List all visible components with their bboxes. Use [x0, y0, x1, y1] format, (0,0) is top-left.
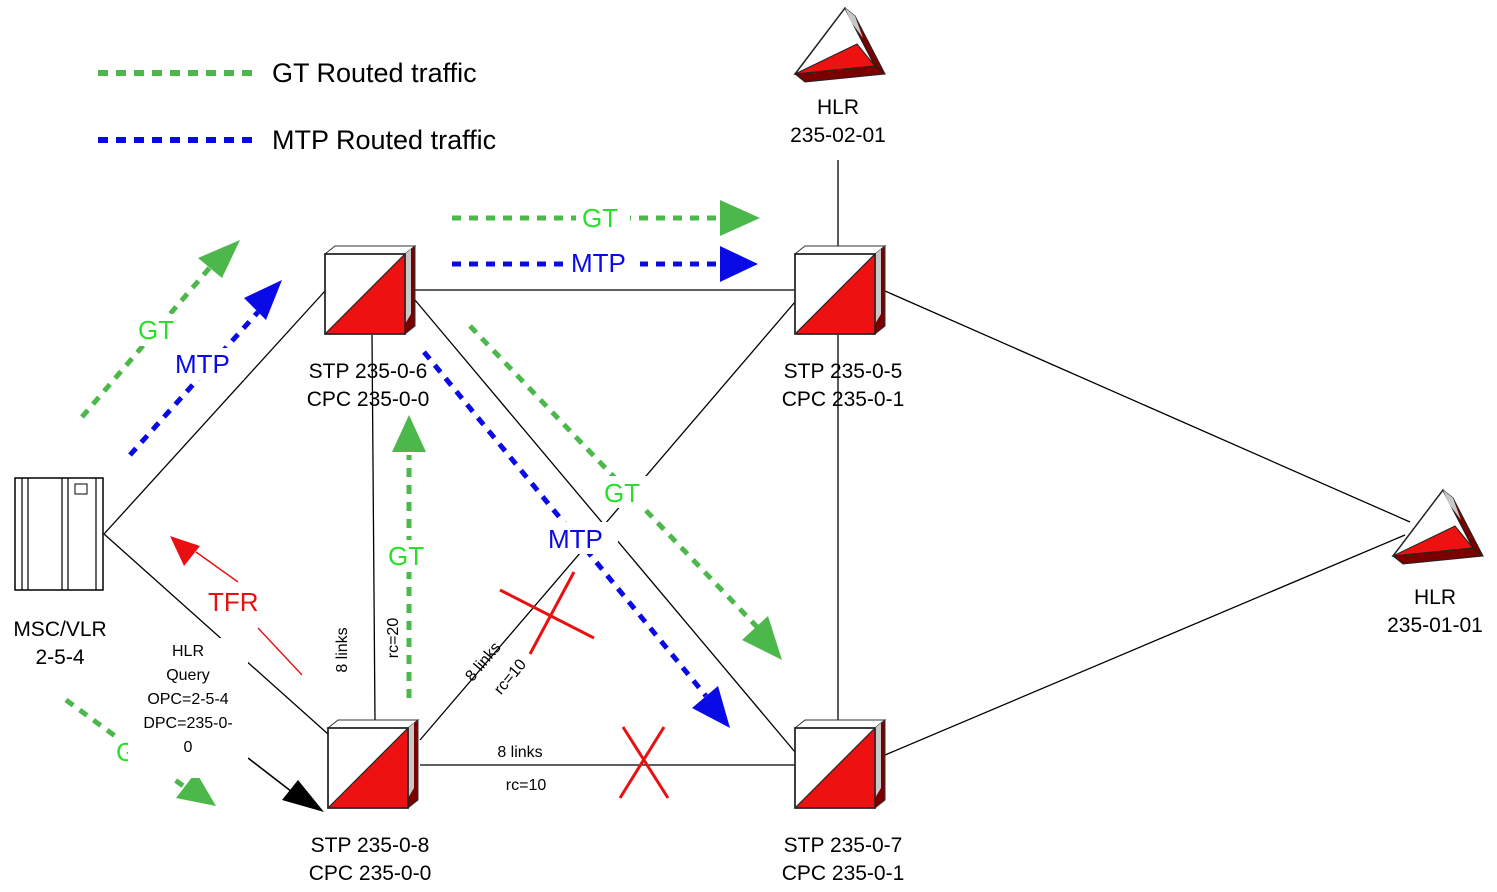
query-line: DPC=235-0- — [143, 715, 232, 732]
mtp-label: MTP — [548, 524, 603, 554]
link-stp8-stp5 — [419, 301, 796, 741]
gt-arrowhead — [742, 616, 782, 660]
query-arrowhead — [282, 780, 324, 812]
gt-label: GT — [582, 203, 618, 233]
hlr-235-02-01-node[interactable]: HLR 235-02-01 — [790, 7, 886, 147]
hlr-top-label-pc: 235-02-01 — [790, 124, 886, 147]
failure-x-icon — [499, 571, 595, 655]
mtp-label: MTP — [571, 248, 626, 278]
traffic-labels: GT MTP GT MTP GT GT MTP GT TFR — [114, 202, 652, 767]
hlr-right-label-pc: 235-01-01 — [1387, 614, 1483, 637]
query-line: 0 — [184, 739, 193, 756]
hlr-pyramid-icon — [794, 7, 886, 83]
stp-cube-icon — [794, 719, 886, 809]
gt-label: GT — [604, 478, 640, 508]
stp-cube-icon — [794, 245, 886, 335]
stp7-label-name: STP 235-0-7 — [784, 834, 903, 857]
hlr-query-note: HLR Query OPC=2-5-4 DPC=235-0- 0 — [128, 638, 248, 778]
query-line: HLR — [172, 643, 204, 660]
stp6-label-cpc: CPC 235-0-0 — [307, 388, 430, 411]
mtp-label: MTP — [175, 349, 230, 379]
mtp-arrowhead — [692, 686, 730, 728]
mtp-arrow-msc-stp6 — [128, 310, 260, 457]
hlr-top-label-name: HLR — [817, 96, 859, 119]
query-arrow-line — [247, 757, 297, 796]
stp5-label-cpc: CPC 235-0-1 — [782, 388, 905, 411]
msc-label-name: MSC/VLR — [13, 618, 106, 641]
links — [103, 160, 1411, 766]
tfr-label: TFR — [208, 587, 259, 617]
stp7-label-cpc: CPC 235-0-1 — [782, 862, 905, 885]
gt-arrowhead — [720, 200, 760, 236]
legend: GT Routed traffic MTP Routed traffic — [98, 58, 496, 155]
tfr-arrow-tail — [257, 627, 303, 676]
link-msc-stp6 — [103, 290, 326, 535]
query-line: OPC=2-5-4 — [147, 691, 228, 708]
link-rc-label: rc=10 — [491, 656, 530, 698]
link-stp5-hlr-right — [884, 290, 1411, 523]
legend-gt-label: GT Routed traffic — [272, 58, 477, 88]
stp8-label-cpc: CPC 235-0-0 — [309, 862, 432, 885]
stp-cube-icon — [327, 719, 419, 809]
stp-235-0-6-node[interactable]: STP 235-0-6 CPC 235-0-0 — [307, 245, 430, 411]
gt-arrowhead — [176, 772, 216, 806]
stp8-label-name: STP 235-0-8 — [311, 834, 430, 857]
stp-235-0-8-node[interactable]: STP 235-0-8 CPC 235-0-0 — [309, 719, 432, 885]
stp6-label-name: STP 235-0-6 — [309, 360, 428, 383]
tfr-arrowhead — [170, 536, 200, 566]
hlr-235-01-01-node[interactable]: HLR 235-01-01 — [1387, 489, 1484, 637]
link-count-label: 8 links — [334, 627, 351, 672]
msc-vlr-node[interactable]: MSC/VLR 2-5-4 — [13, 477, 107, 669]
query-line: Query — [166, 667, 210, 684]
gt-arrowhead — [392, 415, 426, 452]
failure-x-icon — [618, 726, 670, 799]
tfr-arrow-line — [195, 551, 239, 583]
mtp-arrowhead — [244, 280, 282, 320]
stp-235-0-5-node[interactable]: STP 235-0-5 CPC 235-0-1 — [782, 245, 905, 411]
stp-235-0-7-node[interactable]: STP 235-0-7 CPC 235-0-1 — [782, 719, 905, 885]
link-stp6-stp8 — [371, 334, 376, 723]
msc-label-pc: 2-5-4 — [35, 646, 84, 669]
gt-label: GT — [388, 541, 424, 571]
stp5-label-name: STP 235-0-5 — [784, 360, 903, 383]
hlr-pyramid-icon — [1392, 489, 1484, 565]
gt-label: GT — [138, 315, 174, 345]
link-rc-label: rc=10 — [506, 777, 547, 794]
mtp-arrowhead — [720, 246, 758, 282]
link-count-label: 8 links — [497, 744, 542, 761]
hlr-right-label-name: HLR — [1414, 586, 1456, 609]
link-failure-marks — [499, 571, 670, 799]
gt-arrowhead — [198, 240, 240, 278]
server-cabinet-icon — [14, 477, 104, 591]
link-rc-label: rc=20 — [385, 618, 402, 659]
link-msc-stp8 — [103, 533, 329, 735]
stp-cube-icon — [324, 245, 416, 335]
link-stp7-hlr-right — [884, 534, 1406, 756]
legend-mtp-label: MTP Routed traffic — [272, 125, 496, 155]
